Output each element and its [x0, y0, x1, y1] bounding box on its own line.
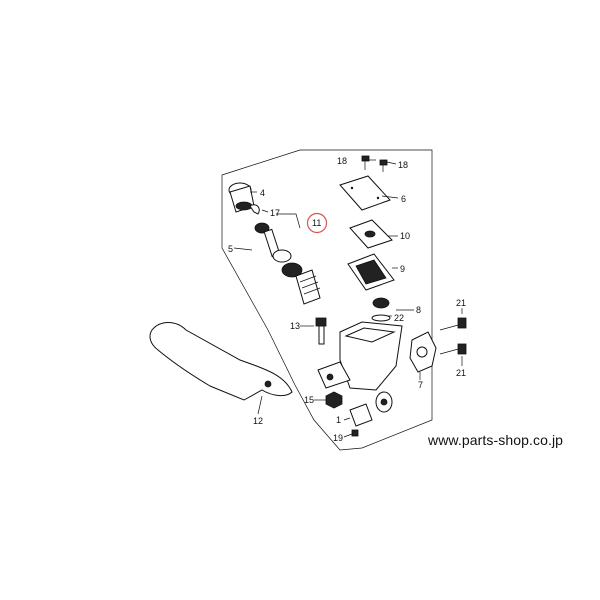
callout-10: 10: [400, 231, 410, 241]
assembly-boundary: [221, 149, 433, 451]
callout-9: 9: [400, 264, 405, 274]
callout-18-left: 18: [337, 156, 347, 166]
switch-screw: [351, 429, 359, 437]
master-cylinder-body: [317, 321, 403, 413]
callout-1: 1: [336, 415, 341, 425]
float: [372, 297, 390, 309]
callout-18-right: 18: [398, 160, 408, 170]
callout-13: 13: [290, 321, 300, 331]
reservoir-cap: [339, 175, 391, 211]
callout-6: 6: [401, 194, 406, 204]
website-watermark: www.parts-shop.co.jp: [428, 432, 564, 448]
holder-clamp: [409, 331, 437, 373]
o-ring: [371, 314, 391, 322]
callout-11: 11: [312, 218, 321, 228]
callout-7: 7: [418, 380, 423, 390]
cap-screw: [361, 155, 370, 170]
holder-bolt: [439, 317, 467, 331]
brake-switch: [349, 403, 373, 427]
brake-lever: [149, 322, 293, 401]
highlight-circle-11: [306, 212, 328, 234]
callout-15: 15: [304, 395, 314, 405]
callout-5: 5: [228, 244, 233, 254]
callout-19: 19: [333, 433, 343, 443]
callout-21-bottom: 21: [456, 368, 466, 378]
callout-22: 22: [394, 313, 404, 323]
holder-bolt: [439, 343, 467, 355]
callout-8: 8: [416, 305, 421, 315]
pivot-nut: [325, 391, 343, 409]
leader-lines: [233, 159, 463, 438]
callout-12: 12: [253, 416, 263, 426]
piston-set: [228, 182, 321, 305]
pivot-bolt: [315, 317, 327, 345]
callout-21-top: 21: [456, 298, 466, 308]
callout-4: 4: [260, 188, 265, 198]
callout-17: 17: [270, 208, 280, 218]
cap-screw: [379, 159, 388, 172]
